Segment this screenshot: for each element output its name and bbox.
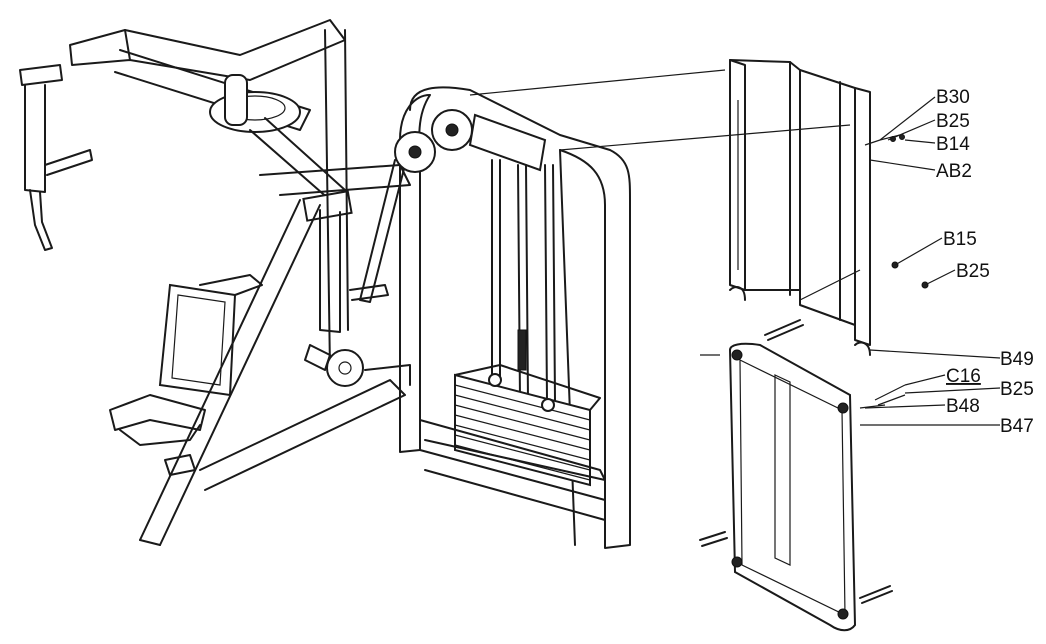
leader-c16 xyxy=(904,374,946,386)
machine-frame-left xyxy=(19,19,411,546)
shroud-upper-panel xyxy=(469,59,871,356)
label-b30: B30 xyxy=(936,87,970,108)
part-labels: B30 B25 B14 AB2 B15 B25 B49 C16 B25 B48 … xyxy=(860,87,1034,437)
label-b25-middle: B25 xyxy=(956,261,990,282)
label-b49: B49 xyxy=(1000,349,1034,370)
leader-b15 xyxy=(894,237,943,266)
leader-b14 xyxy=(904,139,936,144)
leader-b25a xyxy=(887,119,936,141)
label-b47: B47 xyxy=(1000,416,1034,437)
leader-b25b xyxy=(924,269,956,286)
label-c16: C16 xyxy=(946,366,981,387)
leader-b48 xyxy=(864,404,946,409)
shroud-lower-panel xyxy=(700,342,886,632)
leader-b49 xyxy=(869,349,1001,359)
label-b25-top: B25 xyxy=(936,111,970,132)
leader-ab2 xyxy=(869,159,936,171)
weight-stack-frame xyxy=(394,86,631,549)
leader-b25c xyxy=(904,387,1001,394)
label-ab2: AB2 xyxy=(936,161,972,182)
leader-b30 xyxy=(879,96,936,141)
label-b15: B15 xyxy=(943,229,977,250)
label-b25-lower: B25 xyxy=(1000,379,1034,400)
label-b48: B48 xyxy=(946,396,980,417)
label-b14: B14 xyxy=(936,134,970,155)
